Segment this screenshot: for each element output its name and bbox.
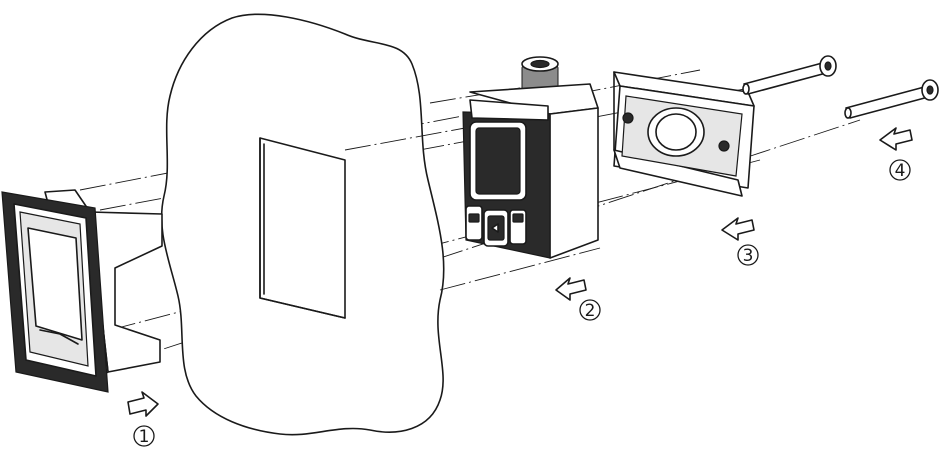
step-1-label: 1: [133, 425, 155, 447]
arrow-step-1-icon: [127, 391, 159, 417]
wall-cutout: [259, 137, 346, 319]
step-4-label: 4: [889, 159, 911, 181]
mounting-bracket: [613, 71, 755, 197]
mounting-frame: [1, 189, 163, 393]
arrow-step-3-icon: [721, 217, 755, 241]
svg-text:2: 2: [585, 301, 596, 321]
svg-text:3: 3: [743, 246, 754, 266]
sensor-unit: [462, 56, 599, 259]
svg-text:4: 4: [895, 161, 906, 181]
step-3-label: 3: [737, 244, 759, 266]
arrow-step-4-icon: [879, 127, 913, 151]
button-panel: [465, 205, 527, 247]
svg-text:1: 1: [139, 427, 150, 447]
arrow-step-2-icon: [555, 277, 587, 301]
screw-upper: [742, 55, 837, 95]
screw-lower: [844, 79, 939, 119]
step-2-label: 2: [579, 299, 601, 321]
wall-panel: [160, 13, 445, 436]
